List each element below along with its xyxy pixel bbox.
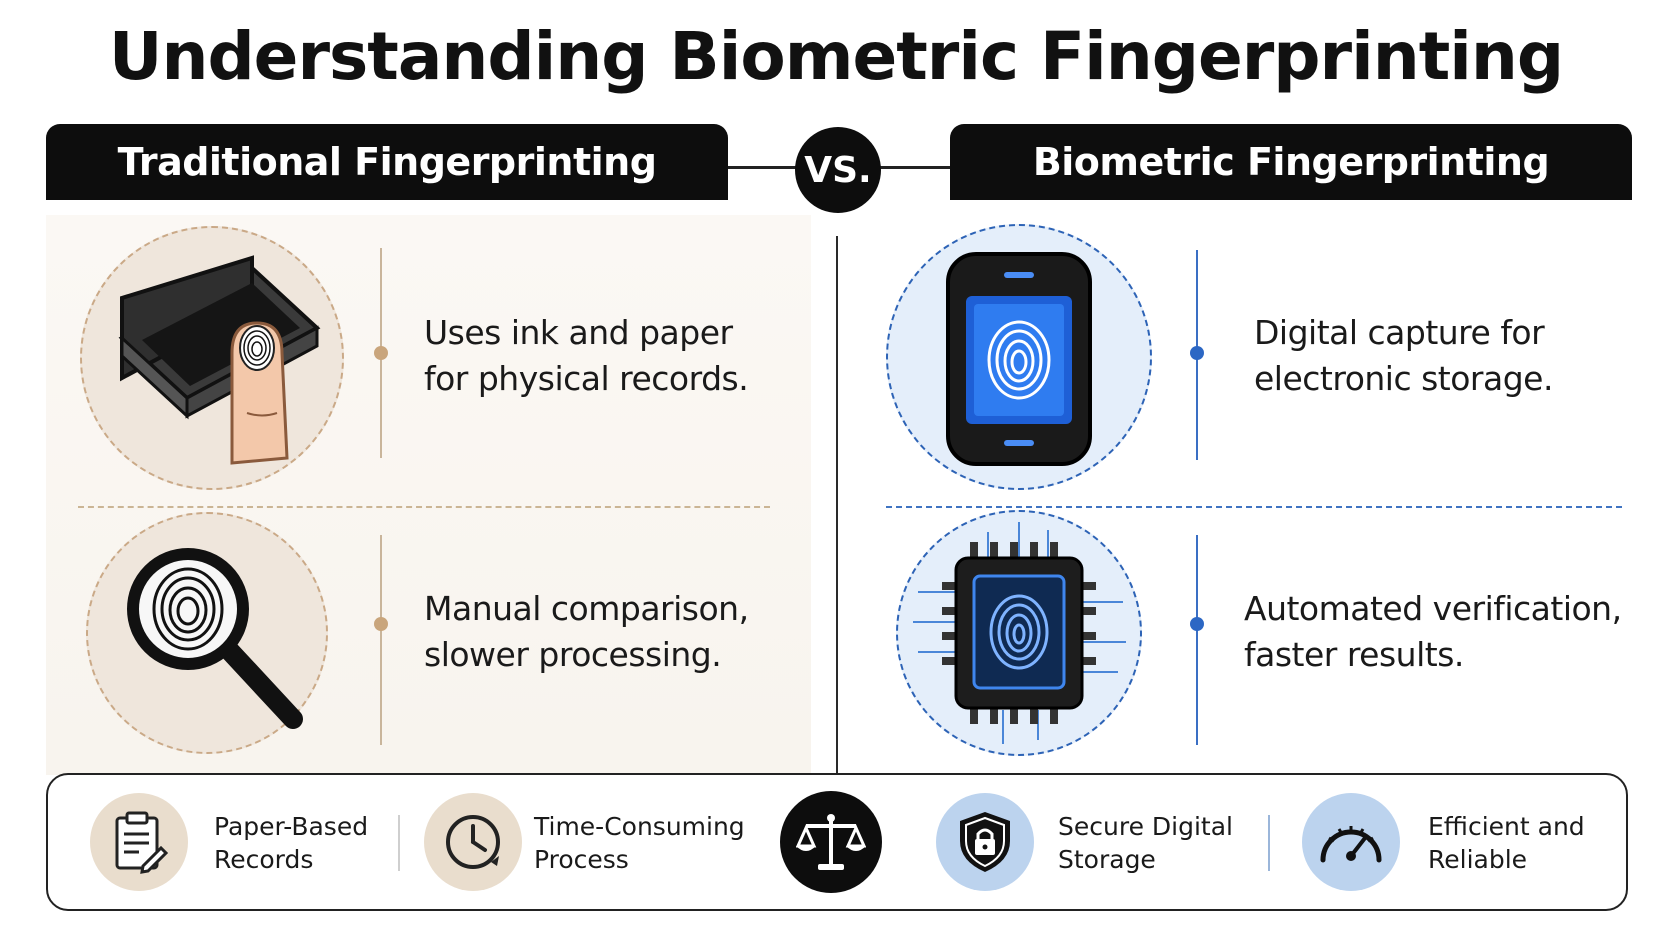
center-divider <box>836 236 838 776</box>
biometric-header: Biometric Fingerprinting <box>950 124 1632 200</box>
summary-secure-line2: Storage <box>1058 845 1156 874</box>
phone-scanner-icon <box>946 252 1092 466</box>
summary-time-line2: Process <box>534 845 629 874</box>
traditional-row2-line <box>380 535 382 745</box>
clock-icon <box>446 815 500 869</box>
traditional-row2-text: Manual comparison, slower processing. <box>424 586 749 678</box>
summary-paper-label: Paper-Based Records <box>214 810 368 876</box>
summary-time-badge <box>424 793 522 891</box>
biometric-row2-dot <box>1190 617 1204 631</box>
vs-label: VS. <box>804 149 872 191</box>
summary-secure-line1: Secure Digital <box>1058 812 1233 841</box>
summary-secure-label: Secure Digital Storage <box>1058 810 1233 876</box>
biometric-row2-line <box>1196 535 1198 745</box>
phone-scanner-illustration <box>886 224 1152 490</box>
scales-icon <box>796 814 866 870</box>
clipboard-icon <box>115 811 169 874</box>
biometric-row-divider <box>886 506 1622 508</box>
biometric-row1-line2: electronic storage. <box>1254 359 1553 398</box>
summary-efficient-line1: Efficient and <box>1428 812 1585 841</box>
magnifier-icon <box>127 548 303 729</box>
summary-efficient-label: Efficient and Reliable <box>1428 810 1585 876</box>
traditional-header-label: Traditional Fingerprinting <box>117 140 657 184</box>
chip-icon <box>913 522 1126 744</box>
summary-paper-line2: Records <box>214 845 314 874</box>
summary-secure-badge <box>936 793 1034 891</box>
summary-separator-1 <box>398 815 400 871</box>
ink-pad-icon <box>118 255 321 465</box>
biometric-row1-text: Digital capture for electronic storage. <box>1254 310 1553 402</box>
summary-separator-2 <box>1268 815 1270 871</box>
chip-illustration <box>896 510 1142 756</box>
speedometer-icon <box>1320 826 1382 863</box>
vs-connector-left <box>728 166 800 169</box>
traditional-row1-dot <box>374 346 388 360</box>
shield-lock-icon <box>960 812 1010 872</box>
traditional-row2-dot <box>374 617 388 631</box>
traditional-row-divider <box>78 506 770 508</box>
magnifier-illustration <box>86 512 328 754</box>
biometric-row2-line2: faster results. <box>1244 635 1464 674</box>
traditional-row1-text: Uses ink and paper for physical records. <box>424 310 749 402</box>
summary-paper-badge <box>90 793 188 891</box>
vs-badge: VS. <box>795 127 881 213</box>
ink-pad-illustration <box>80 226 344 490</box>
biometric-row1-dot <box>1190 346 1204 360</box>
summary-time-label: Time-Consuming Process <box>534 810 745 876</box>
traditional-row2-line1: Manual comparison, <box>424 589 749 628</box>
traditional-row2-line2: slower processing. <box>424 635 722 674</box>
biometric-row1-line1: Digital capture for <box>1254 313 1545 352</box>
summary-time-line1: Time-Consuming <box>534 812 745 841</box>
biometric-header-label: Biometric Fingerprinting <box>1032 140 1550 184</box>
biometric-row2-line1: Automated verification, <box>1244 589 1622 628</box>
page-title: Understanding Biometric Fingerprinting <box>108 18 1564 95</box>
summary-paper-line1: Paper-Based <box>214 812 369 841</box>
traditional-row1-line2: for physical records. <box>424 359 749 398</box>
traditional-row1-line1: Uses ink and paper <box>424 313 733 352</box>
biometric-row2-text: Automated verification, faster results. <box>1244 586 1622 678</box>
summary-efficient-badge <box>1302 793 1400 891</box>
vs-connector-right <box>876 166 950 169</box>
summary-balance-badge <box>780 791 882 893</box>
traditional-header: Traditional Fingerprinting <box>46 124 728 200</box>
summary-efficient-line2: Reliable <box>1428 845 1528 874</box>
